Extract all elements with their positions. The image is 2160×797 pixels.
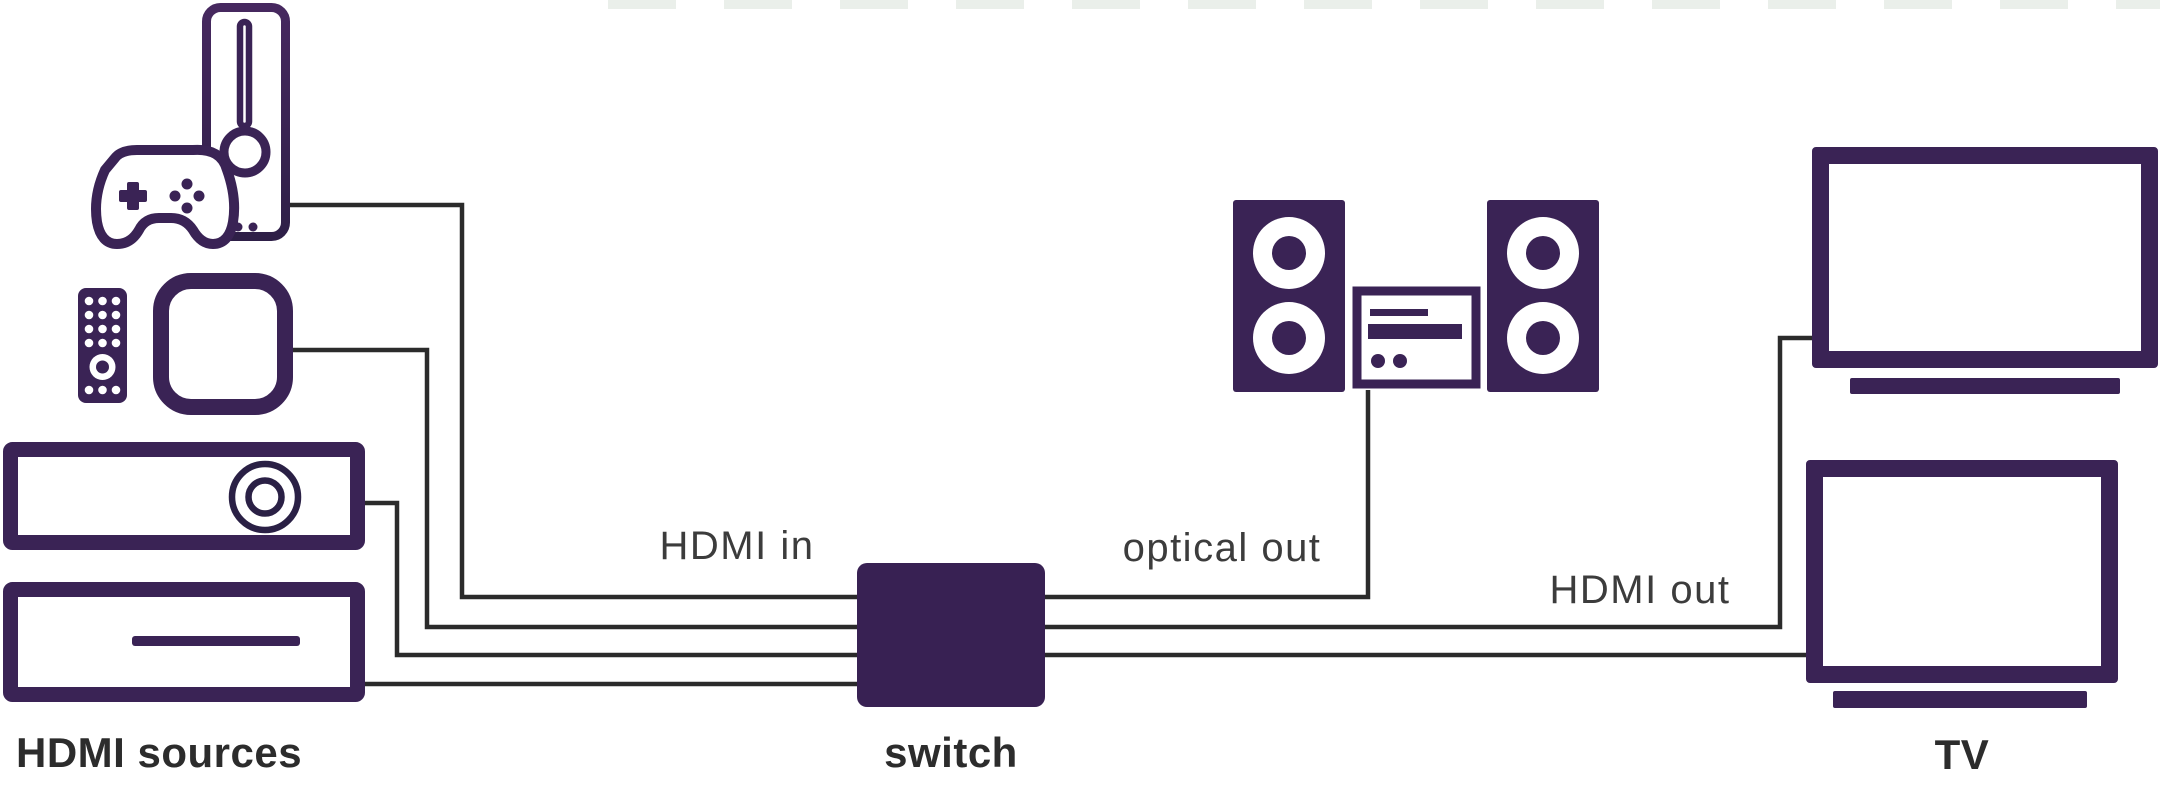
console-dot [248, 222, 258, 232]
gamepad-button [169, 190, 181, 202]
projector-lens-inner [245, 477, 285, 517]
stereo-receiver-icon [1352, 286, 1481, 389]
tv-bottom-stand [1833, 691, 2087, 708]
streaming-box-icon [153, 273, 293, 415]
projector-lens-icon [228, 460, 302, 534]
speaker-right-icon [1487, 200, 1599, 392]
tv-label: TV [1934, 731, 1990, 778]
gamepad-dpad-h [119, 190, 147, 202]
hdmi-sources-label: HDMI sources [16, 729, 303, 776]
remote-ok-center [96, 360, 109, 374]
gamepad-button [181, 202, 193, 214]
remote-control-icon [78, 288, 127, 403]
player-disc-slot [132, 636, 300, 646]
av-switch-box [857, 563, 1045, 707]
hdmi-in-label: HDMI in [659, 524, 815, 568]
gamepad-button [193, 190, 205, 202]
wire-switch-to-receiver-optical [1045, 390, 1371, 600]
projector-icon [3, 442, 365, 550]
media-player-icon [3, 582, 365, 702]
wire-console-to-switch [290, 202, 857, 600]
gamepad-button [181, 178, 193, 190]
cropped-top-artifact [608, 0, 2160, 9]
gamepad-icon [91, 144, 240, 249]
wire-projector-to-switch [363, 500, 857, 658]
hdmi-out-label: HDMI out [1549, 568, 1731, 612]
console-power-button [219, 126, 271, 178]
console-disc-slot [236, 18, 253, 130]
optical-out-label: optical out [1122, 526, 1322, 570]
tv-top-icon [1812, 147, 2158, 368]
console-dot [233, 222, 243, 232]
stereo-system-icon [1233, 200, 1599, 392]
tv-bottom-icon [1806, 460, 2118, 683]
wire-switch-to-tv-top [1045, 335, 1814, 630]
tv-top-stand [1850, 378, 2120, 394]
switch-label: switch [884, 729, 1018, 776]
game-console-icon [91, 3, 290, 249]
speaker-left-icon [1233, 200, 1345, 392]
wire-streambox-to-switch [293, 347, 857, 630]
